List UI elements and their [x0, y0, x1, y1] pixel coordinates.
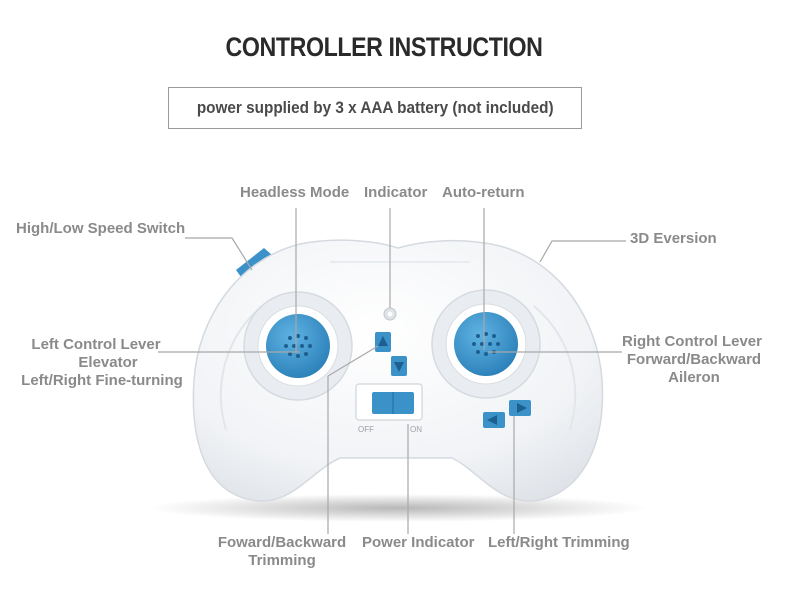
lr-trimming-label: Left/Right Trimming: [488, 534, 630, 551]
left-lever-label: Left Control Lever Elevator Left/Right F…: [21, 336, 183, 389]
arrow-up-icon: [378, 336, 388, 346]
power-indicator-label: Power Indicator: [362, 534, 475, 551]
switch-on-label: ON: [410, 425, 422, 434]
3d-eversion-label: 3D Eversion: [630, 230, 717, 247]
switch-off-label: OFF: [358, 425, 374, 434]
high-low-speed-label: High/Low Speed Switch: [16, 220, 186, 237]
arrow-left-icon: [487, 415, 497, 425]
right-lever-label: Right Control Lever Forward/Backward Ail…: [621, 333, 762, 386]
controller-shadow: [148, 494, 648, 522]
left-control-lever[interactable]: [266, 314, 330, 378]
auto-return-label: Auto-return: [442, 184, 525, 201]
battery-note: power supplied by 3 x AAA battery (not i…: [168, 87, 582, 129]
arrow-down-icon: [394, 362, 404, 372]
headless-mode-label: Headless Mode: [240, 184, 350, 201]
callout-lines: [158, 208, 626, 534]
fb-trimming-label: Foward/Backward Trimming: [217, 534, 347, 569]
indicator-label: Indicator: [364, 184, 428, 201]
arrow-right-icon: [517, 403, 527, 413]
right-control-lever[interactable]: [454, 312, 518, 376]
page-title: CONTROLLER INSTRUCTION: [225, 32, 543, 62]
